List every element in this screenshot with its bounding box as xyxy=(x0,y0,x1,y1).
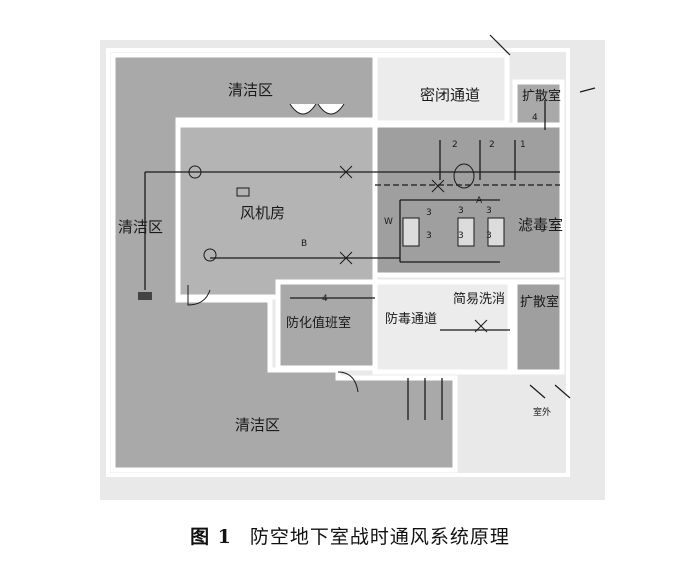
label-3b: 3 xyxy=(458,206,464,216)
valve-1-icon xyxy=(339,165,353,179)
room-label-duty: 防化值班室 xyxy=(286,315,351,331)
fan-icon-1 xyxy=(188,165,202,179)
label-w: W xyxy=(384,217,393,227)
expansion-room-top xyxy=(512,79,565,130)
room-label-closed-passage: 密闭通道 xyxy=(420,86,480,104)
room-label-clean-top: 清洁区 xyxy=(228,81,273,99)
room-label-expansion-bottom: 扩散室 xyxy=(520,294,559,310)
room-label-shower: 简易洗消 xyxy=(453,291,505,307)
figure-caption: 图 1 防空地下室战时通风系统原理 xyxy=(0,522,700,549)
point-label-a: A xyxy=(476,196,483,206)
label-3e: 3 xyxy=(458,231,464,241)
valve-2-icon xyxy=(339,251,353,265)
valves xyxy=(339,163,488,333)
valve-5-icon xyxy=(474,319,488,333)
label-outdoor: 室外 xyxy=(533,406,551,418)
left-unit-icon xyxy=(138,292,152,300)
valve-4-icon xyxy=(453,163,475,189)
figure-title: 防空地下室战时通风系统原理 xyxy=(249,526,510,548)
blast-door-icon xyxy=(289,103,345,115)
filter-unit-1 xyxy=(402,217,420,247)
filter-unit-2 xyxy=(457,217,475,247)
figure-number: 图 1 xyxy=(190,526,232,548)
label-1: 1 xyxy=(520,140,526,150)
fan-room xyxy=(175,122,378,300)
gas-passage-room xyxy=(372,279,513,375)
room-label-clean-left: 清洁区 xyxy=(118,218,163,236)
room-label-filter: 滤毒室 xyxy=(518,216,563,234)
exhaust-arrow-2 xyxy=(554,384,571,399)
intake-arrow-right xyxy=(579,87,596,93)
outdoor-arrows xyxy=(489,34,596,399)
label-2b: 2 xyxy=(489,140,495,150)
fans xyxy=(188,165,250,262)
expansion-room-bottom xyxy=(512,279,565,375)
fan-icon-2 xyxy=(203,248,217,262)
exhaust-arrow-1 xyxy=(529,384,546,399)
filter-unit-3 xyxy=(487,217,505,247)
room-label-fan-room: 风机房 xyxy=(240,204,285,222)
label-3c: 3 xyxy=(486,206,492,216)
label-3f: 3 xyxy=(486,231,492,241)
valve-3-icon xyxy=(431,179,445,193)
label-3d: 3 xyxy=(426,231,432,241)
point-label-b: B xyxy=(301,239,307,249)
door-arc-icon-2 xyxy=(337,371,359,393)
valve-label-4-top: 4 xyxy=(532,113,538,123)
fan-motor-icon xyxy=(236,187,250,197)
intake-arrow-top xyxy=(489,34,511,56)
room-label-expansion-top: 扩散室 xyxy=(522,88,561,104)
label-2a: 2 xyxy=(452,140,458,150)
outer-wall xyxy=(106,48,570,477)
air-ducts xyxy=(144,100,560,420)
valve-label-4-duty: 4 xyxy=(322,294,328,304)
label-3a: 3 xyxy=(426,208,432,218)
room-label-clean-bottom: 清洁区 xyxy=(235,416,280,434)
door-arc-icon xyxy=(187,285,211,306)
filter-units xyxy=(402,217,505,247)
room-label-gas-passage: 防毒通道 xyxy=(385,311,437,327)
